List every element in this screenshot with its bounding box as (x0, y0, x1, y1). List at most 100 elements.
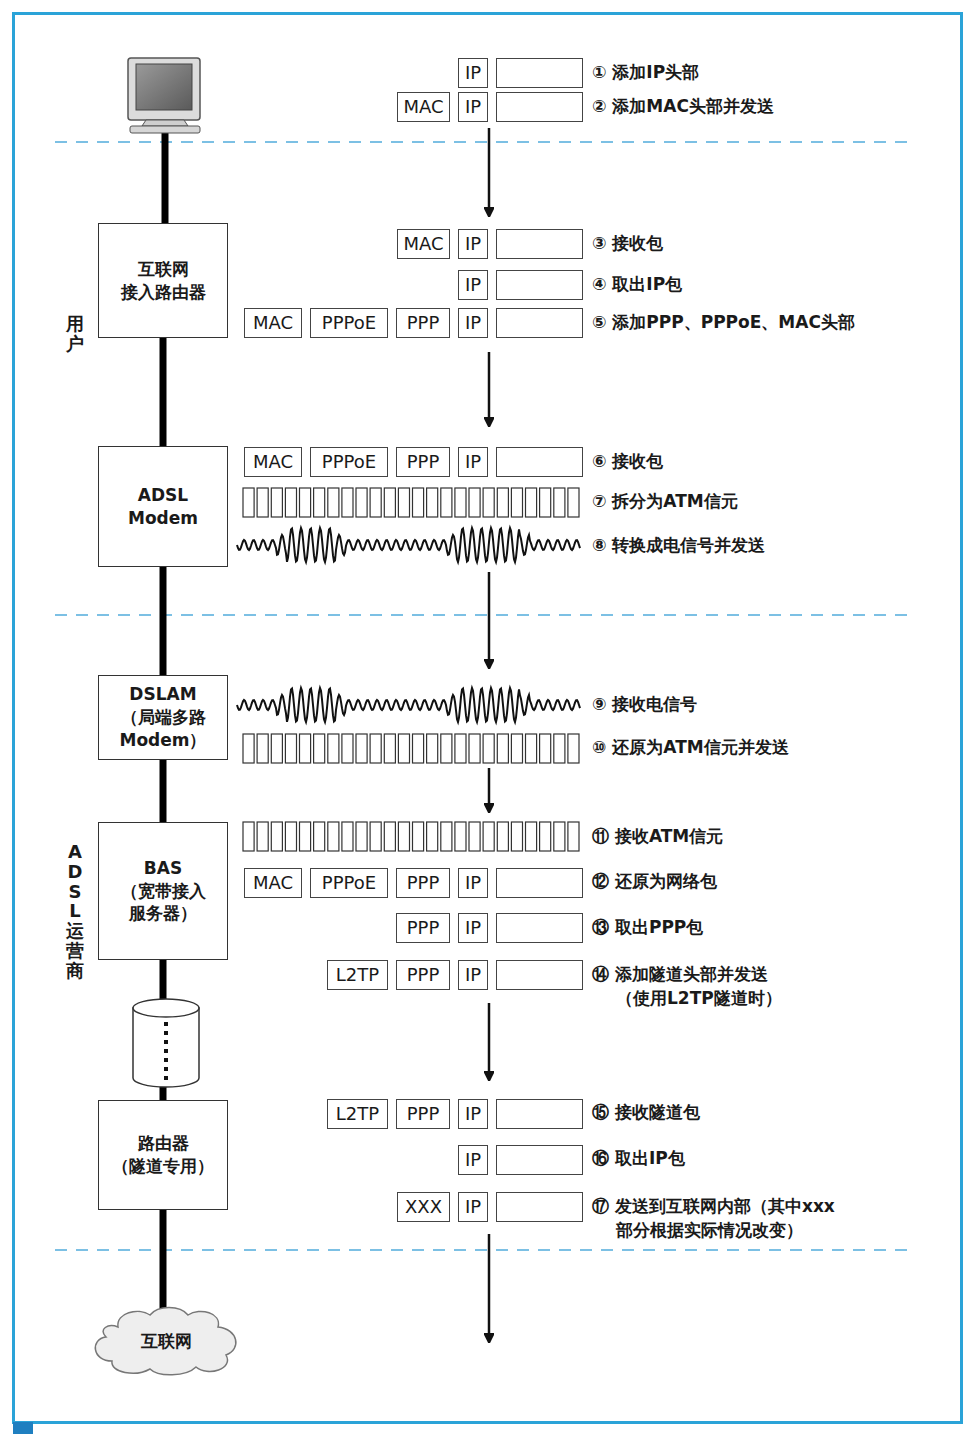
base (130, 126, 200, 133)
cylinder-top (133, 999, 199, 1017)
step-label: ⑩ 还原为ATM信元并发送 (592, 736, 789, 760)
atm-cell (568, 488, 579, 517)
atm-cell (554, 822, 565, 851)
dslam-box: DSLAM（局端多路 Modem） (98, 675, 228, 760)
payload-box (497, 59, 583, 88)
header-label: IP (465, 98, 481, 116)
atm-cell (370, 488, 381, 517)
zone-divider (55, 614, 915, 616)
atm-cell (271, 822, 282, 851)
atm-cell (243, 488, 254, 517)
node-label: BAS (144, 857, 182, 880)
step-label: ⑭ 添加隧道头部并发送 （使用L2TP隧道时） (592, 963, 831, 1011)
zone-divider (55, 1249, 915, 1251)
atm-cell (441, 488, 452, 517)
header-box: PPP (396, 1099, 450, 1129)
atm-cell (413, 488, 424, 517)
step-label: ⑫ 还原为网络包 (592, 870, 717, 894)
header-label: L2TP (336, 966, 379, 984)
header-box: MAC (397, 92, 450, 122)
atm-cell (257, 822, 268, 851)
tunnel-cylinder (133, 999, 199, 1087)
node-label: ADSL Modem (128, 484, 198, 530)
atm-cell (300, 734, 311, 763)
atm-cell (314, 488, 325, 517)
step-label: ⑯ 取出IP包 (592, 1147, 685, 1171)
header-label: MAC (253, 453, 293, 471)
atm-cell (328, 734, 339, 763)
header-box: IP (458, 92, 488, 122)
header-box: L2TP (327, 1099, 388, 1129)
header-box: PPPoE (310, 447, 388, 477)
header-box: PPP (396, 447, 450, 477)
atm-cell (511, 734, 522, 763)
payload-box (497, 914, 583, 943)
atm-cell (243, 822, 254, 851)
header-box: IP (458, 1145, 488, 1175)
step-label: ⑧ 转换成电信号并发送 (592, 534, 765, 558)
step-label: ⑦ 拆分为ATM信元 (592, 490, 738, 514)
header-box: PPPoE (310, 868, 388, 898)
corner-mark (13, 1422, 33, 1434)
header-box: IP (458, 308, 488, 338)
step-label: ③ 接收包 (592, 232, 663, 256)
zone-label: 用户 (66, 314, 84, 354)
header-box: PPPoE (310, 308, 388, 338)
flow-arrow (488, 1003, 491, 1076)
header-box: PPP (396, 868, 450, 898)
atm-cell (427, 488, 438, 517)
atm-cell (497, 488, 508, 517)
header-label: PPPoE (322, 314, 376, 332)
header-box: IP (458, 447, 488, 477)
atm-cell (568, 822, 579, 851)
atm-cell (441, 822, 452, 851)
header-label: PPP (407, 919, 440, 937)
computer-icon (128, 58, 200, 226)
node-label: （局端多路 Modem） (111, 706, 215, 752)
header-box: MAC (244, 308, 302, 338)
atm-cell (540, 488, 551, 517)
cable (162, 130, 169, 226)
atm-cell (568, 734, 579, 763)
header-box: MAC (244, 868, 302, 898)
atm-cell (469, 734, 480, 763)
atm-cell (342, 734, 353, 763)
link-line (163, 760, 164, 822)
atm-cell (285, 822, 296, 851)
node-label: 互联网 (141, 1330, 192, 1353)
atm-cell (455, 822, 466, 851)
payload-box (497, 271, 583, 300)
modem-box: ADSL Modem (98, 446, 228, 567)
atm-cell (356, 822, 367, 851)
step-label: ⑨ 接收电信号 (592, 693, 697, 717)
header-box: PPP (396, 960, 450, 990)
header-label: PPPoE (322, 874, 376, 892)
node-label: DSLAM (129, 683, 196, 706)
atm-cell (441, 734, 452, 763)
atm-cell (483, 822, 494, 851)
payload-box (497, 1146, 583, 1175)
header-label: IP (465, 64, 481, 82)
signal-wave (237, 528, 580, 562)
header-box: MAC (397, 229, 450, 259)
step-label: ⑤ 添加PPP、PPPoE、MAC头部 (592, 311, 855, 335)
atm-cell (370, 734, 381, 763)
cylinder-body (133, 1008, 199, 1087)
atm-cell (328, 822, 339, 851)
header-label: MAC (253, 874, 293, 892)
flow-arrow (488, 768, 491, 808)
atm-cell (300, 488, 311, 517)
payload-box (497, 93, 583, 122)
atm-cell (384, 488, 395, 517)
header-label: MAC (403, 98, 443, 116)
atm-cell (427, 822, 438, 851)
atm-cell (483, 734, 494, 763)
atm-cell (455, 734, 466, 763)
atm-cell (384, 822, 395, 851)
header-label: IP (465, 235, 481, 253)
atm-cell (554, 488, 565, 517)
header-label: IP (465, 1198, 481, 1216)
step-label: ④ 取出IP包 (592, 273, 682, 297)
payload-box (497, 1193, 583, 1222)
